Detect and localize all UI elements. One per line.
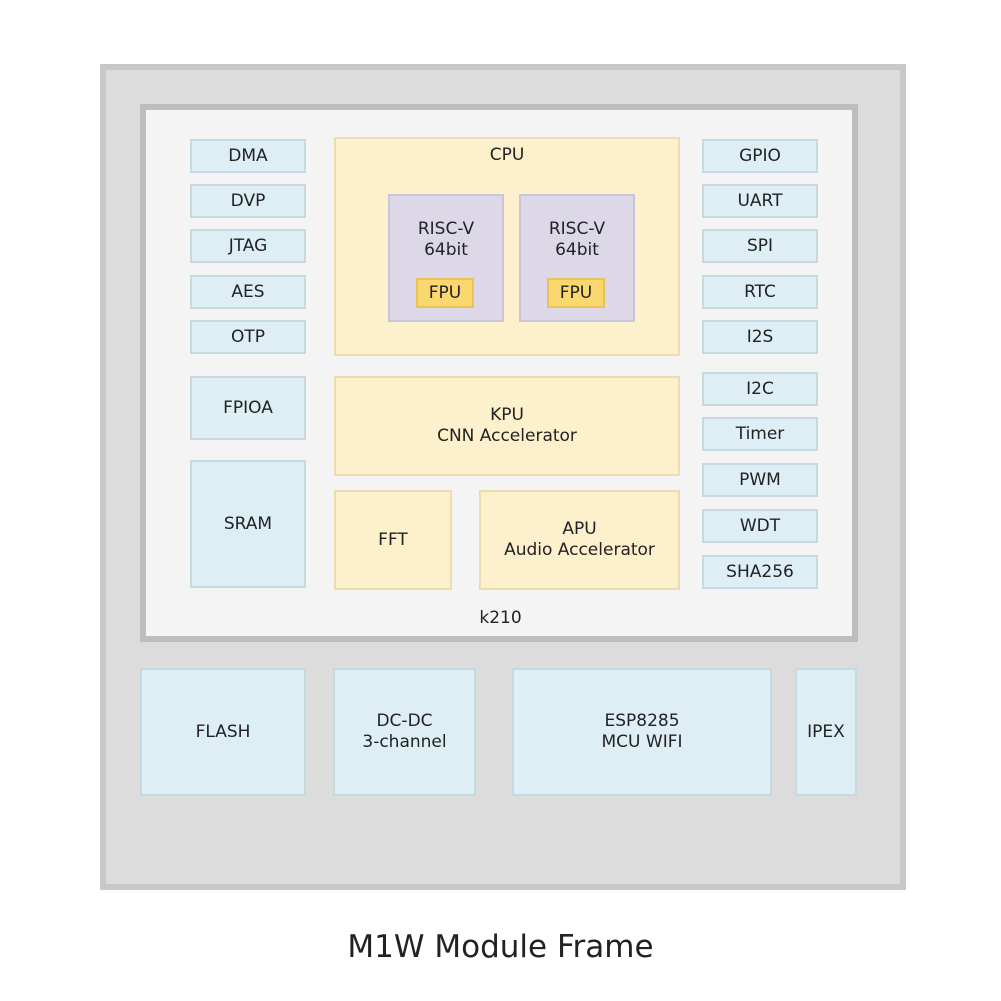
rtc-block: RTC: [702, 275, 818, 309]
diagram-title: M1W Module Frame: [347, 929, 654, 965]
gpio-block: GPIO: [702, 139, 818, 173]
aes-block: AES: [190, 275, 306, 309]
fpu-block-2: FPU: [547, 278, 605, 308]
ipex-block: IPEX: [795, 668, 857, 796]
kpu-block: KPU CNN Accelerator: [334, 376, 680, 476]
fpioa-block: FPIOA: [190, 376, 306, 440]
dma-block: DMA: [190, 139, 306, 173]
timer-block: Timer: [702, 417, 818, 451]
esp8285-wifi-block: ESP8285 MCU WIFI: [512, 668, 772, 796]
k210-label: k210: [479, 608, 522, 628]
fpu-block-1: FPU: [416, 278, 474, 308]
sram-block: SRAM: [190, 460, 306, 588]
spi-block: SPI: [702, 229, 818, 263]
i2s-block: I2S: [702, 320, 818, 354]
dc-dc-block: DC-DC 3-channel: [333, 668, 476, 796]
cpu-label: CPU: [489, 145, 525, 165]
jtag-block: JTAG: [190, 229, 306, 263]
pwm-block: PWM: [702, 463, 818, 497]
i2c-block: I2C: [702, 372, 818, 406]
wdt-block: WDT: [702, 509, 818, 543]
sha256-block: SHA256: [702, 555, 818, 589]
uart-block: UART: [702, 184, 818, 218]
flash-block: FLASH: [140, 668, 306, 796]
otp-block: OTP: [190, 320, 306, 354]
apu-block: APU Audio Accelerator: [479, 490, 680, 590]
dvp-block: DVP: [190, 184, 306, 218]
fft-block: FFT: [334, 490, 452, 590]
